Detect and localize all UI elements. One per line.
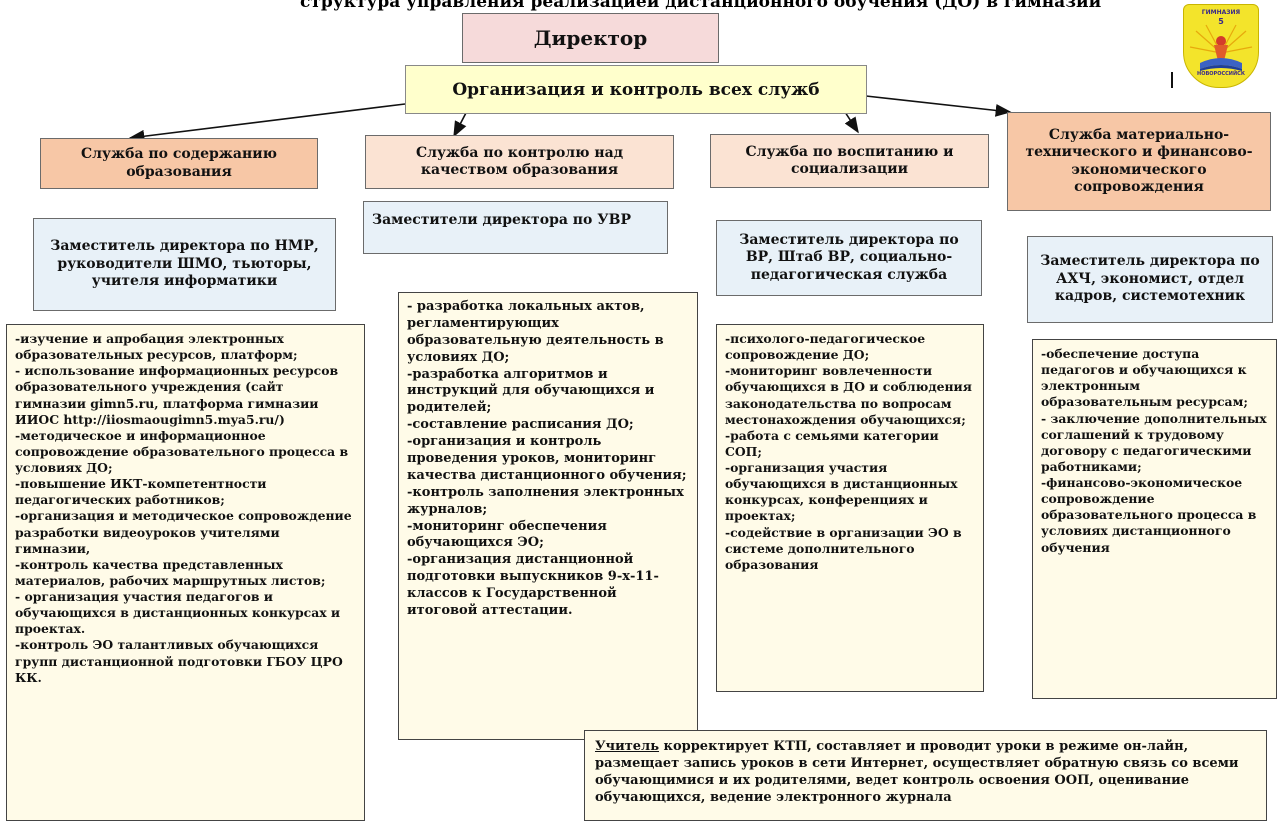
service-quality-box: Служба по контролю над качеством образов… [365, 135, 674, 189]
deputy-finance-label: Заместитель директора по АХЧ, экономист,… [1040, 253, 1260, 305]
teacher-word: Учитель [595, 739, 660, 754]
service-finance-box: Служба материально-технического и финанс… [1007, 112, 1271, 211]
tasks-finance-text: -обеспечение доступа педагогов и обучающ… [1041, 346, 1267, 555]
control-box: Организация и контроль всех служб [405, 65, 867, 114]
service-quality-label: Служба по контролю над качеством образов… [415, 144, 624, 179]
deputy-upbringing-label: Заместитель директора по ВР, Штаб ВР, со… [739, 231, 959, 283]
arrow-to-upbringing-service [844, 111, 859, 134]
tasks-content-text: -изучение и апробация электронных образо… [15, 331, 352, 685]
deputy-upbringing-box: Заместитель директора по ВР, Штаб ВР, со… [716, 220, 982, 296]
arrow-to-content-service [128, 103, 406, 143]
tasks-upbringing-box: -психолого-педагогическое сопровождение … [716, 324, 984, 692]
logo-number-text: 5 [1218, 17, 1224, 26]
tasks-quality-box: - разработка локальных актов, регламенти… [398, 292, 698, 740]
logo-emblem-icon [1189, 24, 1253, 71]
tasks-content-box: -изучение и апробация электронных образо… [6, 324, 365, 821]
logo-top-text: ГИМНАЗИЯ [1201, 9, 1241, 16]
teacher-box: Учитель корректирует КТП, составляет и п… [584, 730, 1267, 821]
page-title-clipped: структура управления реализацией дистанц… [0, 0, 1279, 14]
director-box: Директор [462, 13, 719, 63]
service-content-box: Служба по содержанию образования [40, 138, 318, 189]
tasks-finance-box: -обеспечение доступа педагогов и обучающ… [1032, 339, 1277, 699]
service-content-label: Служба по содержанию образования [81, 146, 277, 180]
director-label: Директор [533, 26, 648, 50]
deputy-content-box: Заместитель директора по НМР, руководите… [33, 218, 336, 311]
logo-bottom-text: НОВОРОССИЙСК [1197, 71, 1245, 77]
service-finance-label: Служба материально-технического и финанс… [1025, 126, 1253, 196]
control-label: Организация и контроль всех служб [452, 79, 820, 100]
teacher-text: корректирует КТП, составляет и проводит … [595, 739, 1239, 805]
deputy-quality-box: Заместители директора по УВР [363, 201, 668, 254]
service-upbringing-label: Служба по воспитанию и социализации [745, 143, 954, 178]
page-title-text: структура управления реализацией дистанц… [300, 0, 1102, 12]
logo: ГИМНАЗИЯ 5 НОВОРОССИЙСК [1183, 4, 1259, 88]
cursor-mark [1171, 72, 1173, 88]
service-upbringing-box: Служба по воспитанию и социализации [710, 134, 989, 188]
deputy-quality-label: Заместители директора по УВР [372, 212, 631, 228]
deputy-content-label: Заместитель директора по НМР, руководите… [50, 238, 319, 290]
arrow-to-finance-service [865, 95, 1012, 117]
deputy-finance-box: Заместитель директора по АХЧ, экономист,… [1027, 236, 1273, 323]
tasks-upbringing-text: -психолого-педагогическое сопровождение … [725, 331, 972, 572]
tasks-quality-text: - разработка локальных актов, регламенти… [407, 299, 687, 619]
